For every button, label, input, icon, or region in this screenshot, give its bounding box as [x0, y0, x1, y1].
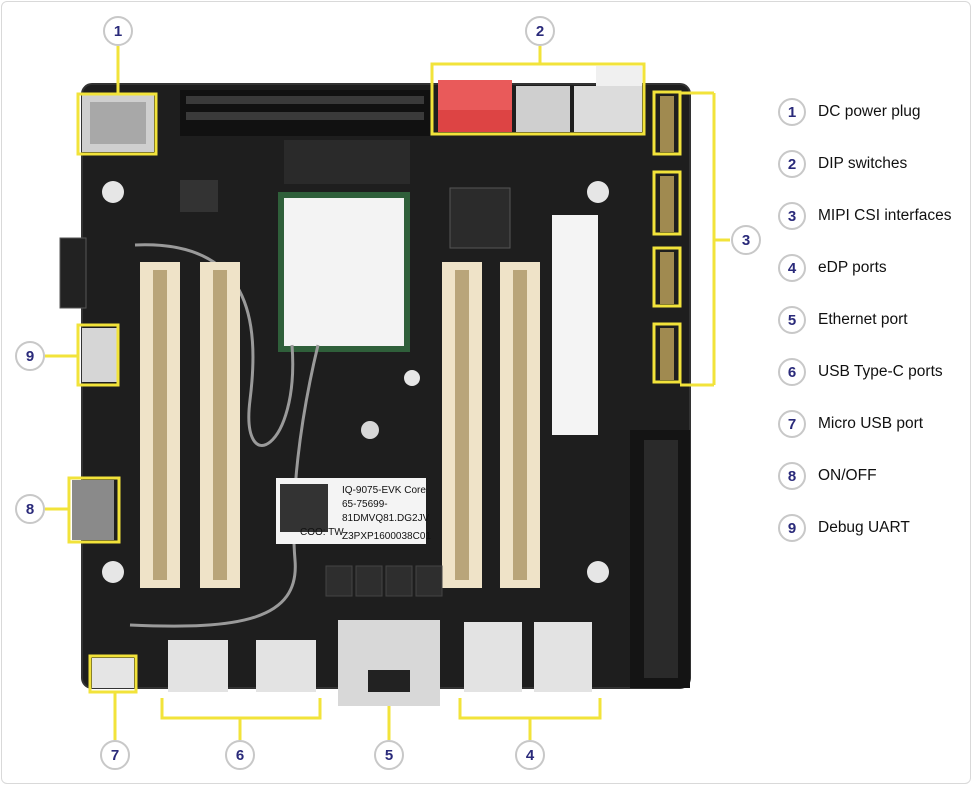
- sticker-line-2: 65-75699-: [342, 499, 388, 510]
- dip-switch-2: [574, 86, 642, 132]
- chip: [449, 187, 511, 249]
- legend-number: 2: [778, 150, 806, 178]
- legend-number: 5: [778, 306, 806, 334]
- sticker-line-1: IQ-9075-EVK Core: [342, 485, 426, 496]
- usb-c-port-1: [168, 640, 228, 692]
- legend-label: MIPI CSI interfaces: [818, 207, 952, 224]
- legend-item: 5 Ethernet port: [778, 294, 968, 346]
- edp-port-1: [464, 622, 522, 692]
- mounting-hole: [587, 181, 609, 203]
- callout-4: 4: [515, 740, 545, 770]
- legend-label: Debug UART: [818, 519, 910, 536]
- legend-number: 8: [778, 462, 806, 490]
- sticker-line-4: COO: TW: [300, 527, 344, 538]
- debug-uart-port: [82, 328, 118, 382]
- legend: 1 DC power plug 2 DIP switches 3 MIPI CSI i…: [778, 86, 968, 554]
- sticker-line-3: 81DMVQ81.DG2JV: [342, 513, 430, 524]
- legend-number: 4: [778, 254, 806, 282]
- callout-2: 2: [525, 16, 555, 46]
- on-off-switch: [72, 480, 114, 540]
- legend-item: 4 eDP ports: [778, 242, 968, 294]
- callout-6: 6: [225, 740, 255, 770]
- callout-9: 9: [15, 341, 45, 371]
- legend-item: 6 USB Type-C ports: [778, 346, 968, 398]
- legend-item: 7 Micro USB port: [778, 398, 968, 450]
- callout-8: 8: [15, 494, 45, 524]
- legend-label: DIP switches: [818, 155, 908, 172]
- dip-switch-1: [516, 86, 570, 132]
- legend-label: DC power plug: [818, 103, 921, 120]
- legend-item: 8 ON/OFF: [778, 450, 968, 502]
- legend-number: 1: [778, 98, 806, 126]
- legend-number: 9: [778, 514, 806, 542]
- leader-lines: [45, 46, 730, 740]
- legend-label: Micro USB port: [818, 415, 924, 432]
- micro-usb-port: [92, 658, 134, 688]
- callout-3: 3: [731, 225, 761, 255]
- mipi-connectors: [660, 96, 674, 380]
- mounting-hole: [102, 561, 124, 583]
- legend-item: 3 MIPI CSI interfaces: [778, 190, 968, 242]
- legend-item: 9 Debug UART: [778, 502, 968, 554]
- legend-label: USB Type-C ports: [818, 363, 943, 380]
- callout-1: 1: [103, 16, 133, 46]
- mounting-hole: [102, 181, 124, 203]
- legend-label: Ethernet port: [818, 311, 908, 328]
- usb-c-port-2: [256, 640, 316, 692]
- callout-5: 5: [374, 740, 404, 770]
- side-sticker: [552, 215, 598, 435]
- legend-number: 7: [778, 410, 806, 438]
- legend-number: 6: [778, 358, 806, 386]
- sticker-line-5: Z3PXP1600038C01: [342, 531, 431, 542]
- ethernet-port: [338, 620, 440, 706]
- legend-number: 3: [778, 202, 806, 230]
- callout-7: 7: [100, 740, 130, 770]
- legend-item: 1 DC power plug: [778, 86, 968, 138]
- edp-port-2: [534, 622, 592, 692]
- legend-label: eDP ports: [818, 259, 887, 276]
- legend-item: 2 DIP switches: [778, 138, 968, 190]
- pcie-slots: [140, 262, 540, 588]
- legend-label: ON/OFF: [818, 467, 877, 484]
- mounting-hole: [587, 561, 609, 583]
